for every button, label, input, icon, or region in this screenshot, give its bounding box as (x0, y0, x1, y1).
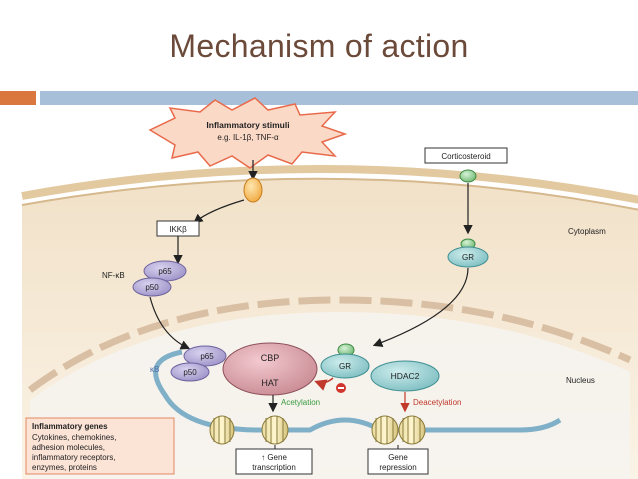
corticosteroid-box (424, 147, 508, 164)
inflammatory-genes-line: Cytokines, chemokines, (32, 433, 116, 442)
deacetylation-label: Deacetylation (413, 398, 461, 407)
gene-repression-box (367, 448, 429, 475)
gene-transcription-line1: ↑ Gene (261, 453, 287, 462)
kb-label: κB (150, 365, 159, 374)
hdac2-label: HDAC2 (391, 371, 420, 381)
gr-label-nuc: GR (339, 362, 351, 371)
inflammatory-stimuli-burst: Inflammatory stimuli e.g. IL-1β, TNF-α (148, 97, 348, 169)
gr-cytoplasm (447, 246, 489, 268)
cbp-label: CBP (261, 353, 280, 363)
gr-label-cyto: GR (462, 253, 474, 262)
stimuli-examples: e.g. IL-1β, TNF-α (217, 133, 279, 142)
p50-cytoplasm (132, 277, 172, 297)
hat-label: HAT (261, 378, 279, 388)
p50-label-nuc: p50 (183, 368, 197, 377)
nfkb-label: NF-κB (102, 271, 125, 280)
gene-transcription-box (235, 448, 313, 475)
inflammatory-genes-line: adhesion molecules, (32, 443, 105, 452)
gene-repression-line2: repression (379, 463, 416, 472)
inflammatory-genes-box: Inflammatory genes Cytokines, chemokines… (25, 417, 175, 475)
accent-bar-blue (40, 91, 638, 105)
inflammatory-genes-line: inflammatory receptors, (32, 453, 116, 462)
gr-nucleus (320, 353, 370, 379)
p65-label-nuc: p65 (200, 352, 214, 361)
nucleosome-right-a (371, 415, 399, 445)
cytoplasm-label: Cytoplasm (568, 227, 606, 236)
nucleosome-left (209, 415, 235, 445)
ikk-label: IKKβ (169, 225, 187, 234)
stimuli-title: Inflammatory stimuli (206, 120, 289, 130)
nucleosome-right-b (398, 415, 426, 445)
receptor-oval (243, 177, 263, 203)
p50-nucleus (170, 362, 210, 382)
gene-transcription-line2: transcription (252, 463, 296, 472)
dna-strand (153, 349, 562, 433)
cbp-hat-complex (222, 342, 318, 396)
gene-repression-line1: Gene (388, 453, 408, 462)
nucleosome-center-left (261, 415, 289, 445)
cell-membrane (21, 165, 638, 204)
slide-title: Mechanism of action (169, 28, 469, 64)
inflammatory-genes-title: Inflammatory genes (32, 422, 108, 431)
acetylation-label: Acetylation (281, 398, 320, 407)
corticosteroid-molecule (459, 169, 477, 183)
nuclear-envelope (27, 296, 632, 393)
p65-label-cyto: p65 (158, 267, 172, 276)
p50-label-cyto: p50 (145, 283, 159, 292)
nucleus-label: Nucleus (566, 376, 595, 385)
hdac2 (370, 360, 440, 392)
accent-bar-orange (0, 91, 36, 105)
inflammatory-genes-line: enzymes, proteins (32, 463, 97, 472)
corticosteroid-label: Corticosteroid (441, 152, 490, 161)
